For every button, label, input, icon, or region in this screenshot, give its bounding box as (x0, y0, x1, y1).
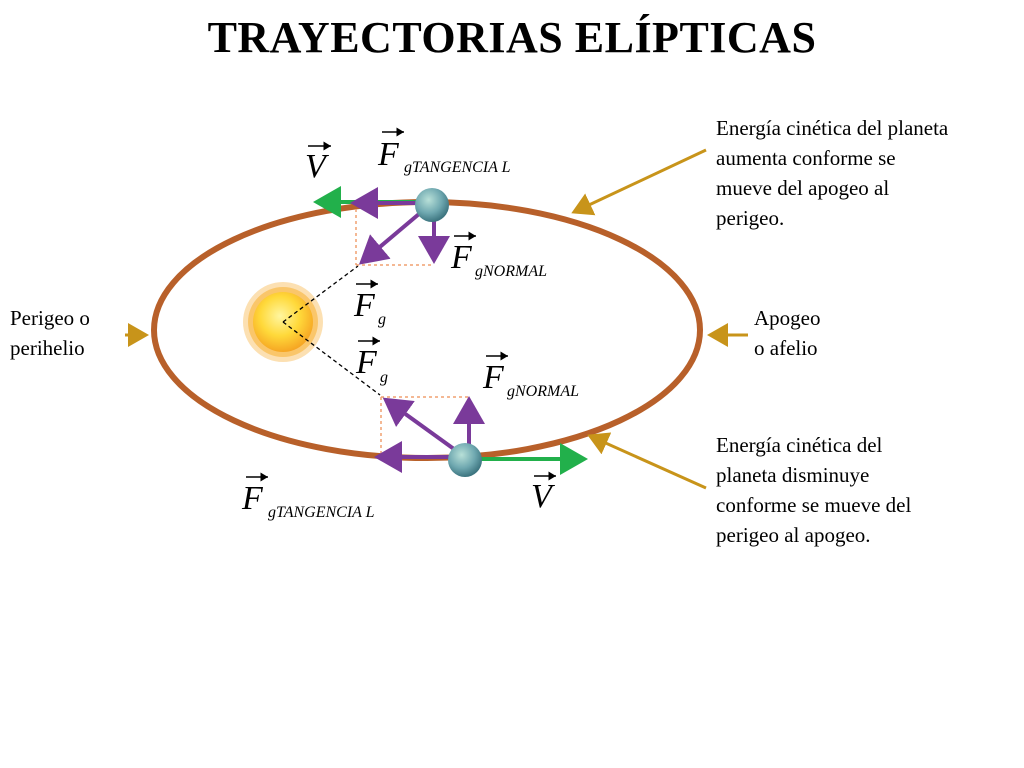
lower-velocity-symbol: V (531, 478, 556, 515)
upper-gravity-force-label: F g (353, 279, 386, 328)
lower-gravity-force-arrow (382, 397, 467, 459)
lower-gravity-force-symbol: F (355, 344, 378, 381)
upper-normal-force-subscript: gNORMAL (475, 263, 547, 280)
elliptical-orbit (151, 199, 703, 461)
perigee-label: Perigeo o perihelio (10, 306, 90, 360)
note-top-pointer-arrow (571, 148, 707, 216)
upper-tangential-force-subscript: gTANGENCIA L (404, 159, 511, 176)
upper-gravity-force-subscript: g (378, 311, 386, 328)
lower-gravity-force-subscript: g (380, 369, 388, 386)
upper-velocity-symbol: V (305, 148, 330, 185)
lower-normal-force-label: F gNORMAL (482, 351, 579, 400)
lower-planet-icon (448, 443, 482, 477)
upper-velocity-label: V (305, 141, 331, 185)
lower-tangential-force-subscript: gTANGENCIA L (268, 504, 375, 521)
lower-tangential-force-label: F gTANGENCIA L (241, 472, 375, 521)
lower-gravity-force-label: F g (355, 336, 388, 386)
upper-normal-force-symbol: F (450, 239, 473, 276)
lower-tangential-force-symbol: F (241, 480, 264, 517)
lower-normal-force-subscript: gNORMAL (507, 383, 579, 400)
note-bottom-pointer-arrow (587, 432, 707, 490)
apogee-label: Apogeo o afelio (754, 306, 821, 360)
upper-normal-force-label: F gNORMAL (450, 231, 547, 280)
upper-tangential-force-label: F gTANGENCIA L (377, 127, 511, 176)
sun-to-upper-planet-line (282, 265, 359, 323)
lower-velocity-label: V (531, 471, 556, 515)
page-title: TRAYECTORIAS ELÍPTICAS (207, 13, 817, 62)
lower-normal-force-symbol: F (482, 359, 505, 396)
upper-gravity-force-symbol: F (353, 287, 376, 324)
upper-planet-icon (415, 188, 449, 222)
upper-tangential-force-symbol: F (377, 136, 400, 173)
kinetic-energy-increase-note: Energía cinética del planeta aumenta con… (716, 116, 949, 230)
kinetic-energy-decrease-note: Energía cinética del planeta disminuye c… (716, 433, 912, 547)
upper-component-guides (355, 203, 434, 266)
sun-to-lower-planet-line (282, 321, 381, 396)
